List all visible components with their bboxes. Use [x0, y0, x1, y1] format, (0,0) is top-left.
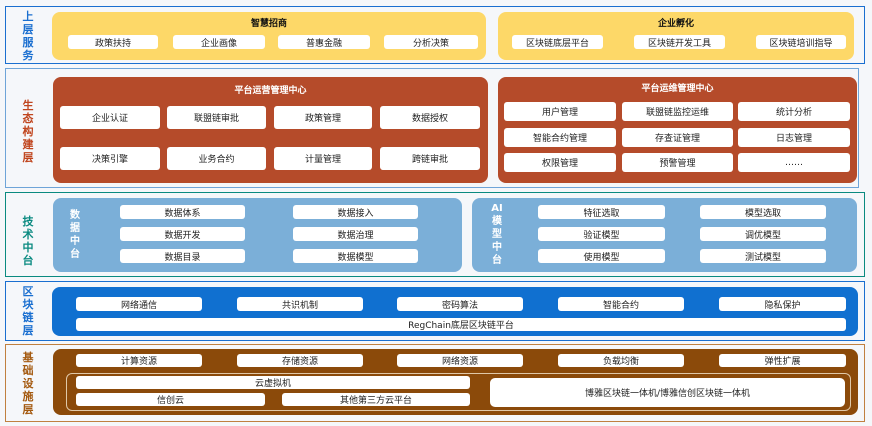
- panel-ai-model-middle: AI模型中台 特征选取 模型选取 验证模型 调优模型 使用模型 测试模型: [472, 198, 857, 272]
- item[interactable]: 数据接入: [293, 205, 418, 219]
- item[interactable]: 计算资源: [76, 354, 202, 367]
- item[interactable]: 密码算法: [397, 297, 523, 311]
- item[interactable]: 分析决策: [384, 35, 478, 49]
- item[interactable]: 计量管理: [274, 147, 372, 170]
- layer-label: 基础设施层: [22, 351, 34, 416]
- item[interactable]: 智能合约: [558, 297, 684, 311]
- layer-label: 区块链层: [22, 285, 34, 337]
- layer-label: 生态构建层: [22, 99, 34, 164]
- item[interactable]: 负载均衡: [558, 354, 684, 367]
- blockchain-appliance[interactable]: 博雅区块链一体机/博雅信创区块链一体机: [490, 378, 845, 407]
- item[interactable]: 数据授权: [380, 106, 480, 129]
- item[interactable]: 政策扶持: [68, 35, 158, 49]
- item[interactable]: 联盟链监控运维: [622, 102, 733, 121]
- item[interactable]: ……: [738, 153, 850, 172]
- item[interactable]: 预警管理: [622, 153, 733, 172]
- item[interactable]: 共识机制: [237, 297, 363, 311]
- item[interactable]: 数据体系: [120, 205, 245, 219]
- panel-title: 平台运维管理中心: [641, 84, 714, 94]
- item[interactable]: 使用模型: [538, 249, 665, 263]
- item[interactable]: 区块链开发工具: [634, 35, 725, 49]
- panel-title: AI模型中台: [491, 203, 503, 266]
- item[interactable]: 模型选取: [700, 205, 826, 219]
- panel-title: 智慧招商: [250, 19, 287, 29]
- regchain-platform[interactable]: RegChain底层区块链平台: [76, 318, 846, 331]
- panel-title: 平台运营管理中心: [234, 86, 307, 96]
- panel-title: 企业孵化: [657, 19, 694, 29]
- item[interactable]: 测试模型: [700, 249, 826, 263]
- item[interactable]: 验证模型: [538, 227, 665, 241]
- item[interactable]: 存查证管理: [622, 128, 733, 147]
- item[interactable]: 跨链审批: [380, 147, 480, 170]
- item[interactable]: 智能合约管理: [504, 128, 616, 147]
- panel-title: 数据中台: [70, 210, 80, 260]
- item[interactable]: 调优模型: [700, 227, 826, 241]
- panel-smart-investment: 智慧招商 政策扶持 企业画像 普惠金融 分析决策: [52, 12, 486, 60]
- item[interactable]: 数据目录: [120, 249, 245, 263]
- panel-infrastructure: 计算资源 存储资源 网络资源 负载均衡 弹性扩展 云虚拟机 信创云 其他第三方云…: [53, 349, 858, 415]
- panel-maintenance-center: 平台运维管理中心 用户管理 联盟链监控运维 统计分析 智能合约管理 存查证管理 …: [498, 77, 857, 183]
- layer-label: 上层服务: [22, 10, 34, 62]
- panel-enterprise-incubation: 企业孵化 区块链底层平台 区块链开发工具 区块链培训指导: [498, 12, 854, 60]
- cloud-group-outline: [66, 373, 851, 411]
- item[interactable]: 普惠金融: [278, 35, 370, 49]
- item[interactable]: 政策管理: [274, 106, 372, 129]
- panel-operations-center: 平台运营管理中心 企业认证 联盟链审批 政策管理 数据授权 决策引擎 业务合约 …: [53, 77, 488, 183]
- item[interactable]: 统计分析: [738, 102, 850, 121]
- item[interactable]: 网络通信: [76, 297, 202, 311]
- item[interactable]: 日志管理: [738, 128, 850, 147]
- item[interactable]: 区块链底层平台: [512, 35, 603, 49]
- cloud-vm[interactable]: 云虚拟机: [76, 376, 470, 389]
- item[interactable]: 网络资源: [397, 354, 523, 367]
- item[interactable]: 弹性扩展: [719, 354, 846, 367]
- layer-label: 技术中台: [22, 215, 34, 267]
- item[interactable]: 用户管理: [504, 102, 616, 121]
- item[interactable]: 业务合约: [167, 147, 266, 170]
- item[interactable]: 数据模型: [293, 249, 418, 263]
- item[interactable]: 隐私保护: [719, 297, 846, 311]
- item[interactable]: 特征选取: [538, 205, 665, 219]
- panel-data-middle: 数据中台 数据体系 数据接入 数据开发 数据治理 数据目录 数据模型: [53, 198, 462, 272]
- item[interactable]: 数据开发: [120, 227, 245, 241]
- third-party-cloud[interactable]: 其他第三方云平台: [282, 393, 470, 406]
- item[interactable]: 存储资源: [237, 354, 363, 367]
- item[interactable]: 数据治理: [293, 227, 418, 241]
- item[interactable]: 企业认证: [60, 106, 160, 129]
- item[interactable]: 权限管理: [504, 153, 616, 172]
- xinchuang-cloud[interactable]: 信创云: [76, 393, 265, 406]
- panel-blockchain: 网络通信 共识机制 密码算法 智能合约 隐私保护 RegChain底层区块链平台: [52, 287, 858, 336]
- item[interactable]: 企业画像: [173, 35, 265, 49]
- item[interactable]: 联盟链审批: [167, 106, 266, 129]
- item[interactable]: 决策引擎: [60, 147, 160, 170]
- item[interactable]: 区块链培训指导: [756, 35, 846, 49]
